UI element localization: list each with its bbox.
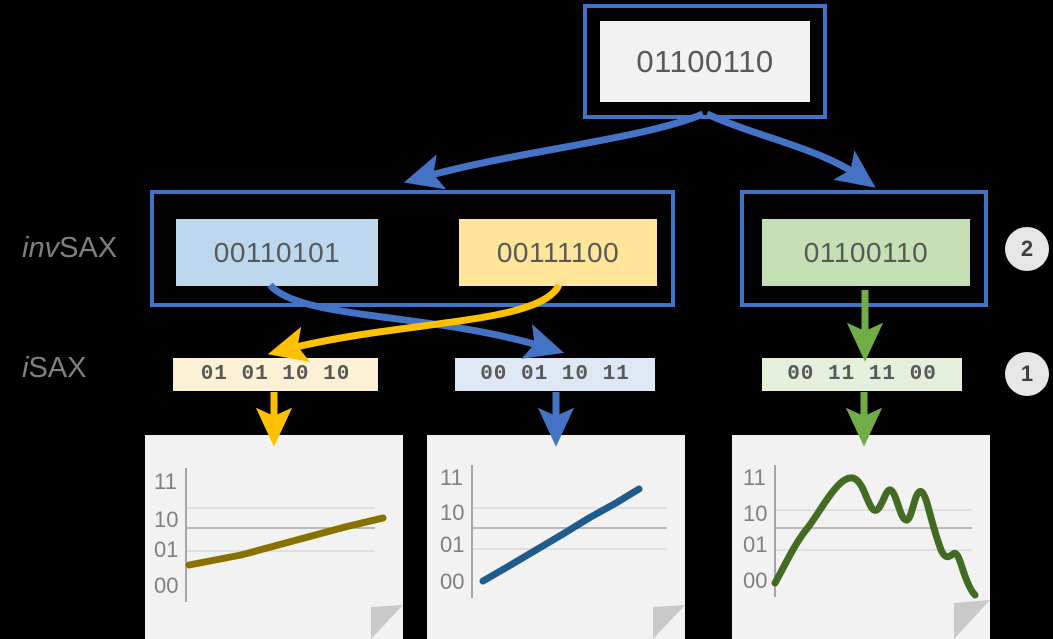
ytick-11: 11 — [743, 465, 766, 490]
ytick-10: 10 — [743, 501, 767, 526]
ytick-10: 10 — [440, 500, 464, 525]
root-node-group: 01100110 — [583, 4, 827, 119]
row-label-invsax: invSAX — [22, 232, 117, 265]
arrow-root-to-left-group — [403, 110, 705, 190]
invsax-right-group: 01100110 — [740, 190, 988, 307]
invsax-node-green[interactable]: 01100110 — [762, 219, 970, 286]
ytick-01: 01 — [743, 532, 767, 557]
ytick-11: 11 — [154, 469, 177, 494]
chart-green-line — [771, 474, 979, 599]
row-label-isax-upright: SAX — [28, 352, 87, 384]
step-badge-1: 1 — [1005, 352, 1049, 396]
ytick-00: 00 — [154, 573, 178, 598]
step-badge-1-value: 1 — [1020, 361, 1034, 386]
chart-card-green: 11 10 01 00 — [732, 435, 990, 639]
ytick-00: 00 — [743, 568, 767, 593]
chart-olive-svg: 11 10 01 00 — [145, 435, 403, 639]
chart-card-blue: 11 10 01 00 — [427, 435, 685, 639]
isax-token-green[interactable]: 00 11 11 00 — [762, 358, 962, 391]
isax-token-yellow[interactable]: 01 01 10 10 — [173, 358, 378, 391]
arrow-root-to-right-group — [705, 110, 876, 188]
ytick-01: 01 — [440, 532, 464, 557]
invsax-left-group: 00110101 00111100 — [150, 190, 675, 307]
ytick-01: 01 — [154, 537, 178, 562]
chart-green-svg: 11 10 01 00 — [732, 435, 990, 639]
chart-blue-svg: 11 10 01 00 — [427, 435, 685, 639]
row-label-isax: iSAX — [22, 352, 86, 385]
ytick-00: 00 — [440, 569, 464, 594]
chart-blue-line — [479, 485, 643, 585]
row-label-invsax-upright: SAX — [59, 232, 118, 264]
chart-card-olive: 11 10 01 00 — [145, 435, 403, 639]
ytick-10: 10 — [154, 507, 178, 532]
step-badge-2: 2 — [1005, 227, 1049, 271]
invsax-node-blue[interactable]: 00110101 — [176, 219, 378, 286]
step-badge-2-value: 2 — [1020, 236, 1034, 261]
ytick-11: 11 — [440, 465, 463, 490]
isax-token-blue[interactable]: 00 01 10 11 — [455, 358, 655, 391]
invsax-node-yellow[interactable]: 00111100 — [459, 219, 657, 286]
row-label-isax-italic: i — [22, 352, 29, 384]
root-node-value: 01100110 — [600, 21, 810, 102]
chart-olive-line — [185, 514, 387, 569]
row-label-invsax-italic: inv — [22, 232, 60, 264]
